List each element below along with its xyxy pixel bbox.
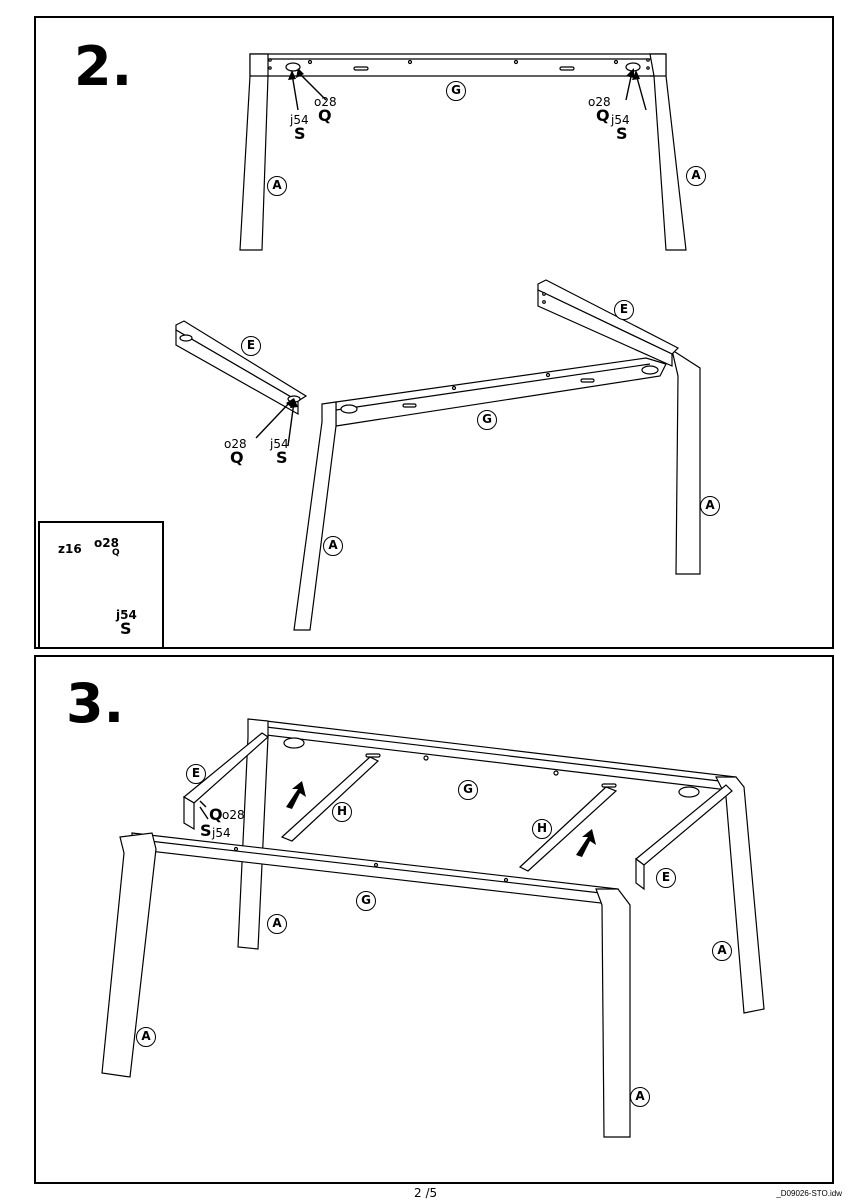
nut-size: j54	[212, 826, 231, 840]
bolt-letter: Q	[230, 448, 244, 467]
bolt-letter: Q	[318, 106, 332, 125]
page-number: 2 /5	[414, 1186, 438, 1200]
nut-letter: S	[616, 124, 628, 143]
step-number: 3.	[66, 672, 125, 735]
part-label-leg: A	[267, 176, 287, 196]
bolt-size: o28	[588, 95, 611, 109]
nut-size: j54	[611, 113, 630, 127]
part-label-side: E	[656, 868, 676, 888]
part-label-leg: A	[686, 166, 706, 186]
bolt-size: o28	[224, 437, 247, 451]
bolt-letter: Q	[112, 548, 120, 558]
part-label-frame: G	[477, 410, 497, 430]
step-3-illustration	[101, 718, 765, 1138]
part-label-leg: A	[136, 1027, 156, 1047]
nut-letter: S	[120, 619, 132, 638]
part-label-side: E	[241, 336, 261, 356]
part-label-leg: A	[630, 1087, 650, 1107]
step-2-illustration	[39, 53, 701, 647]
bolt-letter: Q	[209, 805, 223, 824]
nut-size: j54	[290, 113, 309, 127]
part-label-frame: G	[446, 81, 466, 101]
nut-letter: S	[276, 448, 288, 467]
nut-size: j54	[270, 437, 289, 451]
part-label-leg: A	[700, 496, 720, 516]
bolt-letter: Q	[596, 106, 610, 125]
nut-letter: S	[294, 124, 306, 143]
bolt-size: o28	[94, 536, 119, 550]
step-2-panel: 2.	[34, 16, 834, 649]
part-label-slat: H	[332, 802, 352, 822]
part-label-leg: A	[323, 536, 343, 556]
part-label-frame: G	[356, 891, 376, 911]
part-label-frame: G	[458, 780, 478, 800]
bolt-size: o28	[314, 95, 337, 109]
part-label-leg: A	[712, 941, 732, 961]
file-name: _D09026-STO.idw	[776, 1189, 842, 1198]
detail-inset: z16 o28 Q j54 S	[38, 521, 164, 649]
step-number: 2.	[74, 35, 133, 98]
part-label-side: E	[186, 764, 206, 784]
tool-label: z16	[58, 542, 82, 556]
step-3-panel: 3.	[34, 655, 834, 1184]
bolt-size: o28	[222, 808, 245, 822]
part-label-slat: H	[532, 819, 552, 839]
nut-size: j54	[116, 608, 137, 622]
part-label-side: E	[614, 300, 634, 320]
nut-letter: S	[200, 821, 212, 840]
part-label-leg: A	[267, 914, 287, 934]
